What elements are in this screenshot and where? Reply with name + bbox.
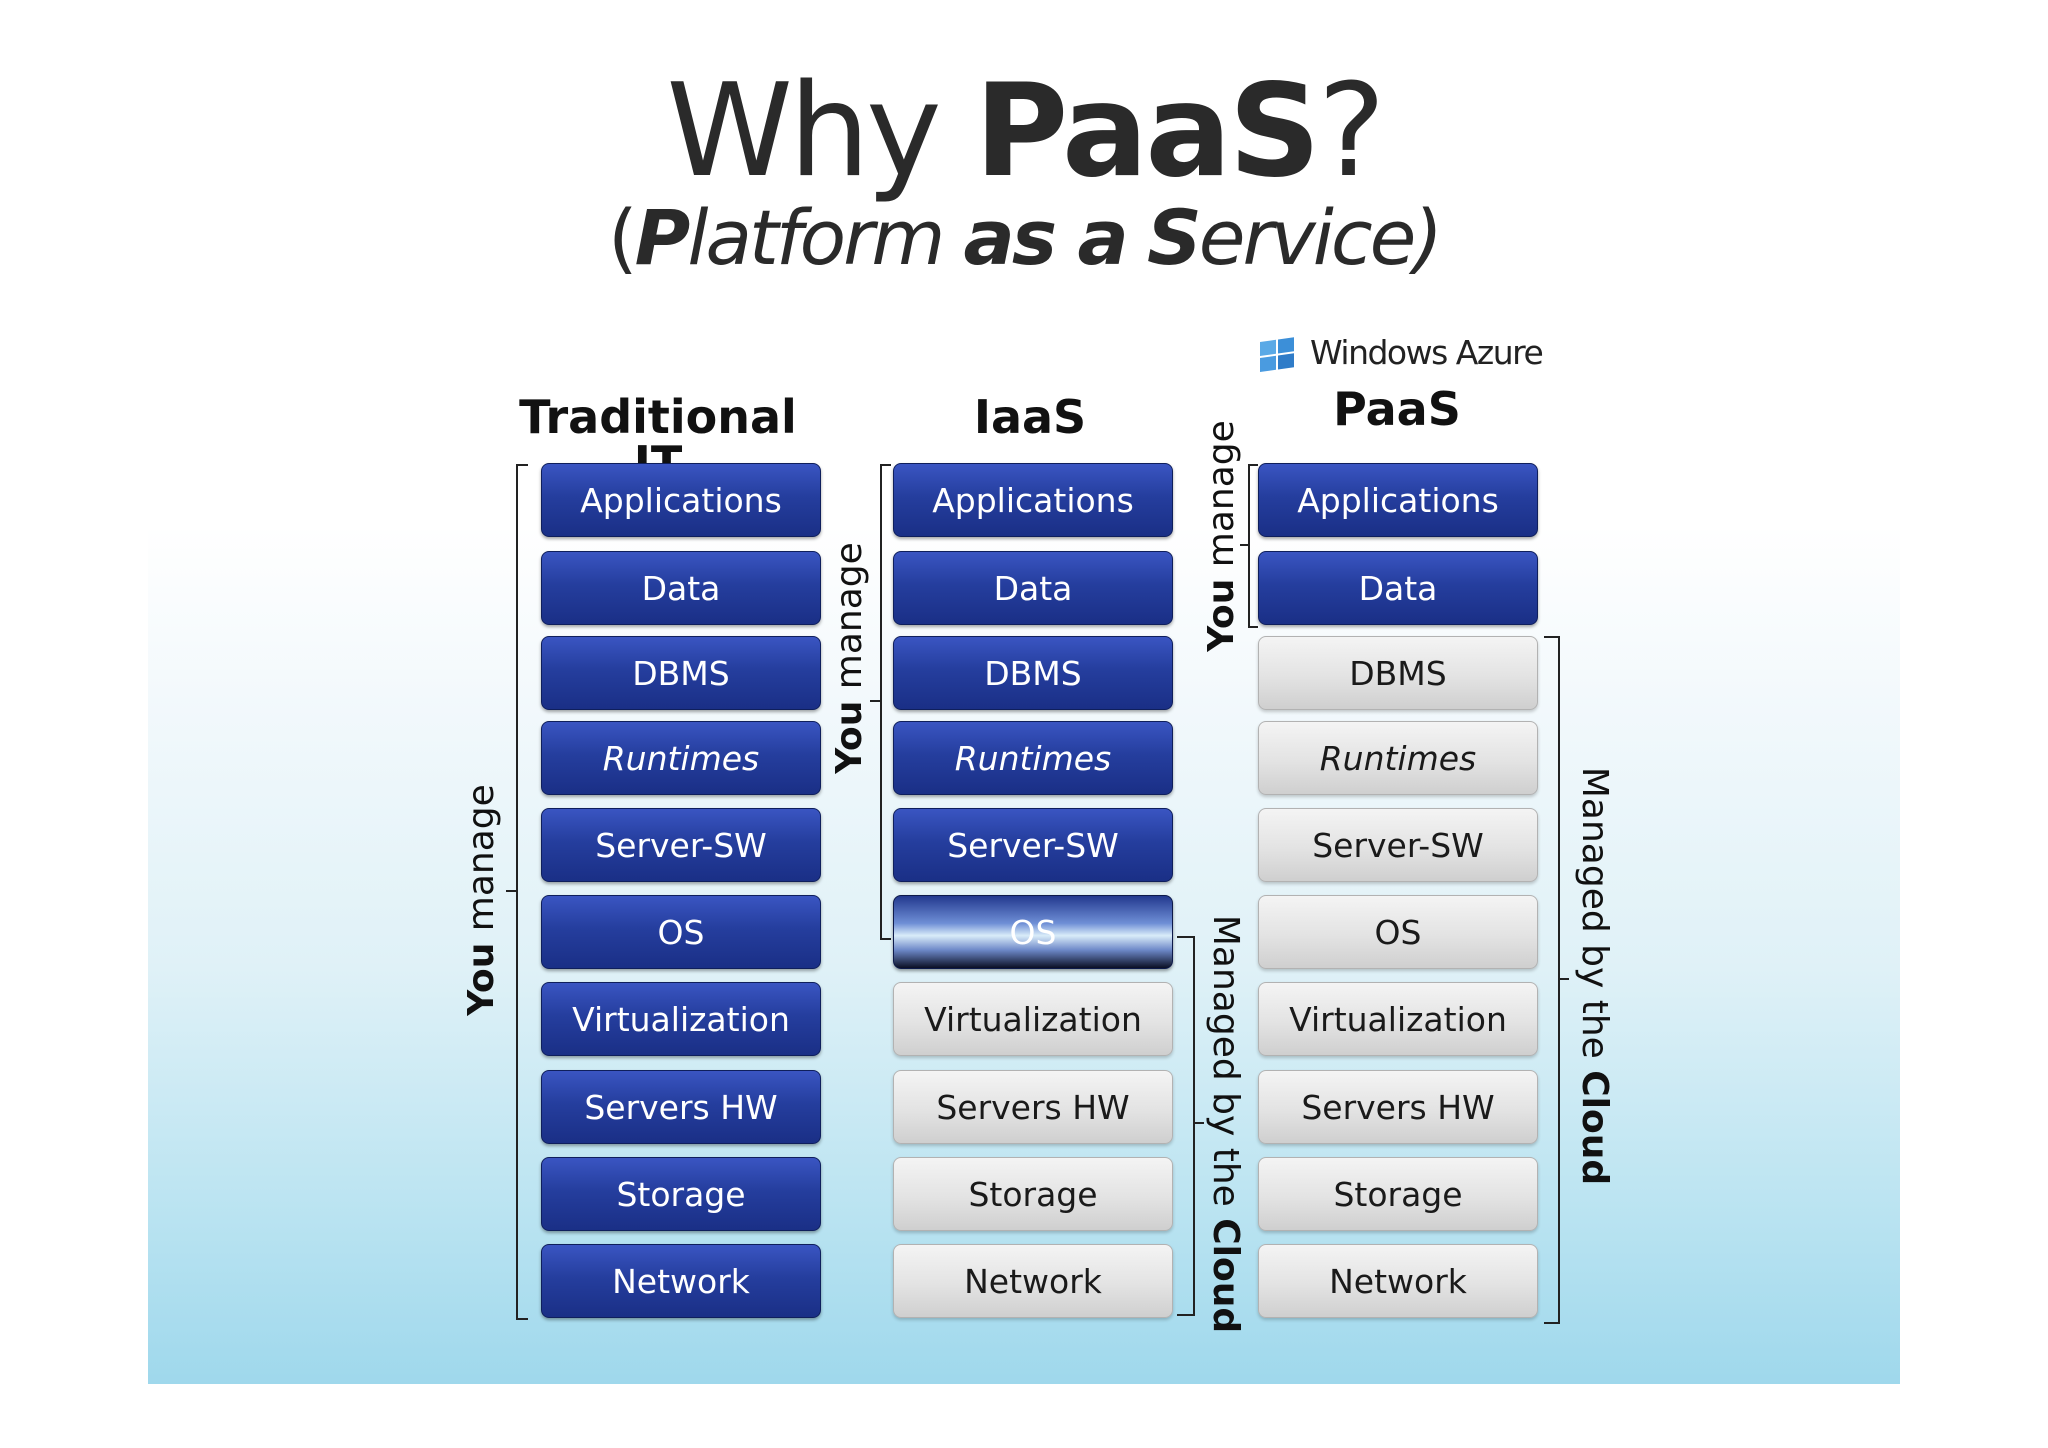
paas-layer-server-sw: Server-SW	[1258, 808, 1538, 882]
column-heading-traditional-it: Traditional IT	[519, 390, 797, 486]
windows-azure-logo-text: Windows Azure	[1310, 333, 1544, 372]
iaas-cloud-managed-bracket	[1177, 936, 1195, 1316]
iaas-you-manage-tick	[870, 700, 881, 702]
paas-layer-storage: Storage	[1258, 1157, 1538, 1231]
paas-you-manage-label: You manage	[1201, 420, 1242, 652]
traditional-layer-storage: Storage	[541, 1157, 821, 1231]
iaas-layer-runtimes: Runtimes	[893, 721, 1173, 795]
iaas-layer-dbms: DBMS	[893, 636, 1173, 710]
iaas-layer-virtualization: Virtualization	[893, 982, 1173, 1056]
iaas-cloud-managed-tick	[1193, 1122, 1204, 1124]
paas-layer-virtualization: Virtualization	[1258, 982, 1538, 1056]
paas-layer-servers-hw: Servers HW	[1258, 1070, 1538, 1144]
page-subtitle: (Platform as a Service)	[607, 193, 1443, 282]
paas-cloud-managed-tick	[1558, 978, 1569, 980]
traditional-layer-runtimes: Runtimes	[541, 721, 821, 795]
traditional-layer-os: OS	[541, 895, 821, 969]
traditional-layer-network: Network	[541, 1244, 821, 1318]
traditional-layer-virtualization: Virtualization	[541, 982, 821, 1056]
traditional-layer-data: Data	[541, 551, 821, 625]
paas-layer-runtimes: Runtimes	[1258, 721, 1538, 795]
iaas-you-manage-label: You manage	[829, 542, 870, 774]
iaas-layer-network: Network	[893, 1244, 1173, 1318]
iaas-you-manage-bracket	[880, 464, 891, 940]
windows-logo-icon	[1260, 337, 1294, 372]
traditional-you-manage-label: You manage	[461, 784, 502, 1016]
paas-layer-dbms: DBMS	[1258, 636, 1538, 710]
traditional-layer-server-sw: Server-SW	[541, 808, 821, 882]
column-heading-iaas: IaaS	[973, 390, 1087, 444]
iaas-layer-server-sw: Server-SW	[893, 808, 1173, 882]
iaas-layer-servers-hw: Servers HW	[893, 1070, 1173, 1144]
column-heading-paas: PaaS	[1333, 382, 1461, 436]
iaas-cloud-managed-label: Managed by the Cloud	[1205, 914, 1246, 1334]
paas-layer-data: Data	[1258, 551, 1538, 625]
traditional-bracket-tick	[506, 890, 517, 892]
traditional-layer-applications: Applications	[541, 463, 821, 537]
paas-layer-os: OS	[1258, 895, 1538, 969]
iaas-layer-data: Data	[893, 551, 1173, 625]
paas-cloud-managed-label: Managed by the Cloud	[1574, 766, 1615, 1186]
paas-you-manage-tick	[1240, 544, 1249, 546]
paas-layer-network: Network	[1258, 1244, 1538, 1318]
page-title: Why PaaS?	[666, 57, 1385, 206]
paas-cloud-managed-bracket	[1544, 636, 1560, 1324]
iaas-layer-storage: Storage	[893, 1157, 1173, 1231]
iaas-layer-os: OS	[893, 895, 1173, 969]
paas-layer-applications: Applications	[1258, 463, 1538, 537]
traditional-you-manage-bracket	[516, 464, 528, 1320]
traditional-layer-servers-hw: Servers HW	[541, 1070, 821, 1144]
paas-you-manage-bracket	[1248, 464, 1258, 628]
iaas-layer-applications: Applications	[893, 463, 1173, 537]
traditional-layer-dbms: DBMS	[541, 636, 821, 710]
